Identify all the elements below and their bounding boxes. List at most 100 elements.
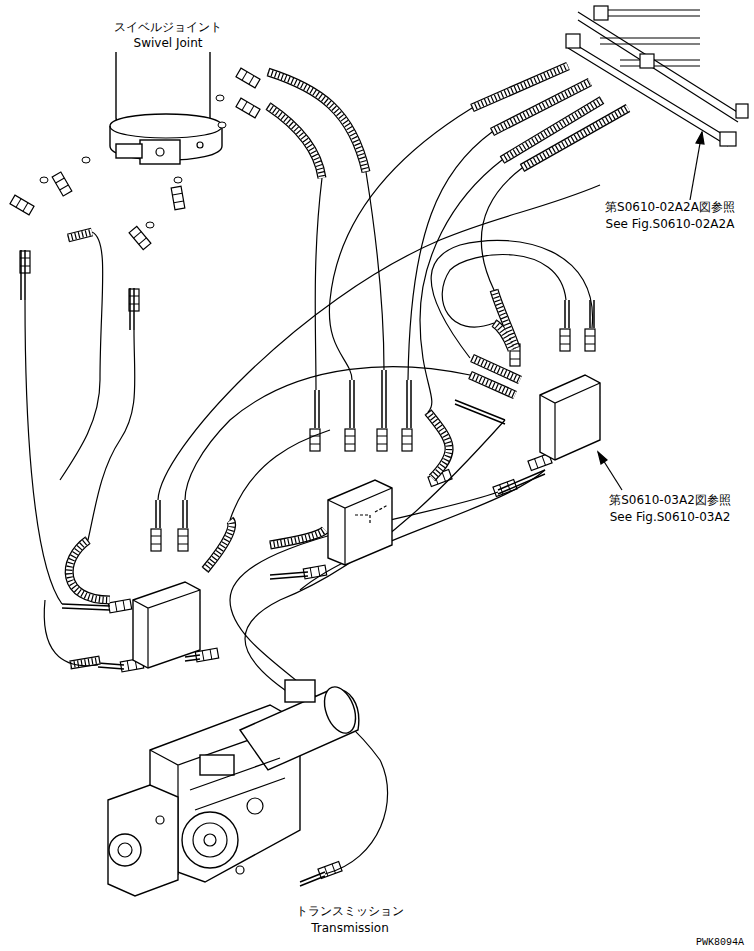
drawing-path (431, 240, 592, 358)
drawing-path (578, 12, 742, 122)
drawing-use (585, 329, 595, 351)
drawing-use (69, 540, 110, 600)
callout-label: See Fig.S0610-03A2 (609, 510, 732, 524)
hose-ends (21, 250, 594, 886)
steel-pipes (566, 6, 748, 490)
drawing-use (377, 429, 387, 451)
drawing-use (522, 108, 628, 168)
drawing-use (428, 412, 449, 478)
drawing-use (205, 520, 232, 570)
drawing-use (402, 429, 412, 451)
drawing-use (236, 98, 260, 118)
drawing-code: PWK8094A (695, 936, 745, 950)
drawing-path (498, 470, 545, 494)
hose-runs (25, 108, 600, 874)
drawing-circle (197, 142, 203, 148)
drawing-path (133, 582, 200, 668)
drawing-use (151, 529, 161, 551)
callout-label: 第S0610-03A2図参照 (608, 493, 732, 507)
drawing-path (328, 480, 392, 565)
drawing-use (10, 195, 34, 215)
drawing-path (481, 168, 522, 290)
drawing-use (268, 72, 366, 172)
drawing-use (472, 358, 520, 380)
drawing-path (540, 383, 600, 460)
drawing-path (108, 785, 178, 896)
drawing-path (315, 390, 319, 428)
drawing-path (442, 255, 566, 328)
drawing-path (540, 375, 600, 460)
drawing-circle (182, 812, 238, 868)
drawing-rect (720, 132, 736, 146)
drawing-rect (640, 54, 654, 68)
drawing-circle (156, 816, 164, 824)
drawing-path (133, 590, 200, 668)
drawing-path (598, 452, 607, 464)
drawing-path (110, 126, 222, 138)
drawing-path (355, 505, 388, 525)
drawing-rect (594, 6, 608, 20)
drawing-ellipse (319, 683, 362, 738)
drawing-path (21, 250, 25, 300)
drawing-circle (247, 798, 263, 814)
drawing-path (245, 420, 505, 700)
drawing-path (44, 600, 98, 666)
drawing-g (68, 66, 628, 665)
drawing-use (171, 186, 185, 209)
drawing-use (68, 232, 92, 238)
transmission (108, 680, 361, 896)
drawing-path (565, 300, 569, 328)
drawing-use (345, 429, 355, 451)
drawing-path (315, 178, 322, 390)
drawing-path (183, 500, 187, 528)
drawing-path (620, 60, 700, 66)
drawing-use (470, 375, 515, 395)
drawing-use (236, 68, 260, 88)
drawing-rect (140, 140, 180, 164)
drawing-circle (118, 843, 132, 857)
drawing-use (270, 530, 325, 545)
drawing-rect (285, 680, 315, 702)
drawing-path (598, 452, 622, 490)
drawing-use (428, 412, 449, 478)
drawing-use (40, 177, 48, 183)
drawing-use (268, 106, 322, 178)
drawing-use (205, 520, 232, 570)
drawing-path (600, 38, 700, 44)
drawing-path (600, 10, 700, 16)
callout-label: Swivel Joint (133, 36, 204, 50)
drawing-use (310, 429, 320, 451)
drawing-path (98, 663, 124, 669)
callout-label: Transmission (310, 921, 390, 935)
drawing-path (130, 288, 134, 330)
drawing-use (82, 157, 90, 163)
drawing-rect (736, 104, 748, 118)
drawing-path (382, 370, 386, 428)
drawing-use (69, 540, 110, 600)
drawing-path (270, 572, 308, 579)
drawing-rect (116, 144, 142, 158)
drawing-use (492, 82, 590, 132)
drawing-path (329, 108, 472, 380)
drawing-use (470, 375, 515, 395)
drawing-use (270, 530, 325, 545)
drawing-use (522, 108, 628, 168)
drawing-circle (109, 834, 141, 866)
drawing-circle (156, 148, 164, 156)
drawing-path (190, 758, 285, 810)
callout-label: 第S0610-02A2A図参照 (604, 200, 736, 214)
drawing-use (174, 177, 182, 183)
drawing-path (88, 330, 135, 540)
drawing-use (205, 520, 232, 570)
drawing-circle (193, 823, 227, 857)
drawing-use (502, 100, 602, 160)
drawing-rect (200, 755, 234, 775)
drawing-path (230, 430, 330, 520)
drawing-use (492, 82, 590, 132)
drawing-rect (566, 34, 580, 48)
drawing-path (350, 380, 354, 428)
callout-label: See Fig.S0610-02A2A (605, 217, 736, 231)
fittings (10, 68, 595, 878)
